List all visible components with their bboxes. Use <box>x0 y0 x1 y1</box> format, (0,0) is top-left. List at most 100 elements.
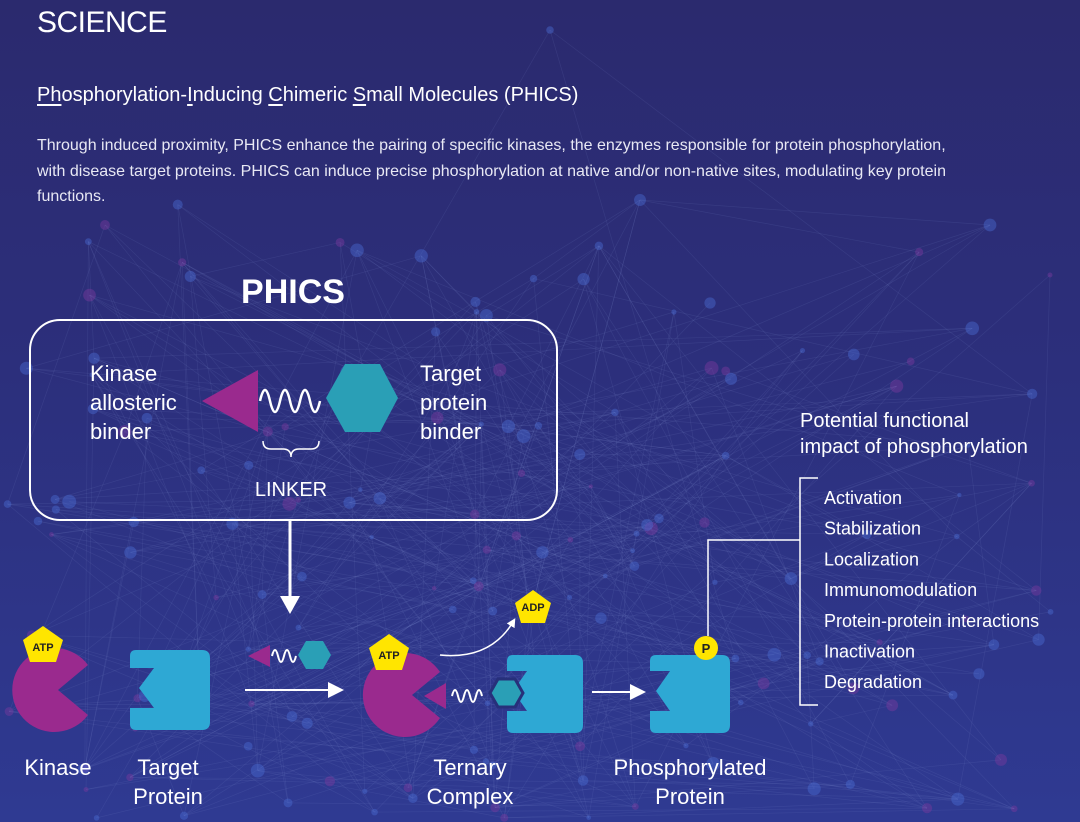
network-line <box>650 350 803 529</box>
network-line <box>508 426 792 579</box>
network-line <box>346 371 959 800</box>
network-line <box>504 808 1015 819</box>
network-line <box>55 444 968 500</box>
network-line <box>165 658 736 720</box>
impact-item: Immunomodulation <box>824 580 977 600</box>
network-line <box>183 535 517 816</box>
network-node <box>721 451 730 460</box>
network-node <box>634 194 646 206</box>
network-line <box>51 534 414 799</box>
network-line <box>124 431 648 526</box>
network-line <box>88 241 591 487</box>
network-line <box>879 611 1051 643</box>
kinase-label: Kinase <box>24 755 91 780</box>
network-line <box>725 455 1039 640</box>
network-line <box>329 641 880 782</box>
network-node <box>358 487 363 492</box>
network-node <box>890 379 904 393</box>
network-line <box>146 417 1015 810</box>
network-line <box>495 759 1002 808</box>
network-line <box>359 423 373 490</box>
network-line <box>790 494 960 579</box>
network-node <box>994 753 1008 766</box>
network-line <box>7 499 299 505</box>
network-line <box>486 549 1037 591</box>
network-line <box>473 580 954 696</box>
network-line <box>420 255 476 515</box>
network-node <box>847 682 860 695</box>
network-line <box>129 776 958 800</box>
network-node <box>767 647 782 662</box>
network-node <box>988 639 1000 651</box>
svg-text:ATP: ATP <box>378 650 399 662</box>
network-node <box>566 594 573 600</box>
network-line <box>583 780 815 790</box>
network-node <box>282 496 297 511</box>
network-line <box>437 393 1033 419</box>
network-line <box>529 199 641 615</box>
network-line <box>583 278 851 785</box>
network-node <box>126 773 134 781</box>
network-line <box>198 663 414 799</box>
network-node <box>965 321 980 336</box>
network-node <box>124 546 137 559</box>
network-line <box>289 455 726 505</box>
network-node <box>414 249 428 263</box>
network-line <box>285 426 966 620</box>
network-line <box>356 250 636 807</box>
network-line <box>614 412 820 662</box>
network-line <box>356 249 868 535</box>
network-node <box>488 761 497 770</box>
network-line <box>636 533 811 725</box>
network-node <box>473 309 480 315</box>
impact-item: Protein-protein interactions <box>824 611 1039 631</box>
network-node <box>479 309 493 322</box>
network-node <box>534 422 543 430</box>
network-node <box>602 573 608 579</box>
network-line <box>486 549 606 577</box>
network-node <box>178 258 187 267</box>
network-node <box>470 296 481 307</box>
down-arrow-head <box>280 596 300 614</box>
network-line <box>474 385 897 515</box>
ternary-hexagon <box>488 677 525 709</box>
network-line <box>372 224 991 424</box>
network-line <box>84 585 479 769</box>
network-line <box>257 644 994 771</box>
subtitle-part: nducing <box>192 84 269 106</box>
network-line <box>967 445 995 645</box>
network-line <box>307 617 602 724</box>
network-line <box>486 245 600 316</box>
network-line <box>819 661 893 706</box>
network-node <box>799 348 806 354</box>
network-line <box>478 327 973 587</box>
network-node <box>876 639 883 646</box>
network-line <box>51 534 736 659</box>
network-line <box>9 711 636 807</box>
network-line <box>26 255 422 369</box>
network-line <box>84 250 358 769</box>
network-line <box>521 472 880 643</box>
network-node <box>921 803 933 814</box>
network-line <box>26 367 268 432</box>
network-line <box>177 204 289 803</box>
network-line <box>93 357 606 577</box>
network-line <box>529 614 954 696</box>
network-line <box>533 278 1033 395</box>
network-line <box>104 224 591 487</box>
network-node <box>784 572 798 586</box>
network-node <box>118 425 132 439</box>
network-line <box>298 224 991 628</box>
network-node <box>77 763 89 775</box>
network-node <box>490 802 500 813</box>
network-line <box>582 533 637 781</box>
network-line <box>129 455 726 778</box>
network-line <box>93 357 522 474</box>
network-line <box>542 552 880 643</box>
network-node <box>962 615 969 623</box>
network-line <box>476 311 496 808</box>
network-node <box>577 273 590 286</box>
network-line <box>849 494 960 785</box>
network-line <box>478 245 600 587</box>
network-line <box>94 327 973 359</box>
